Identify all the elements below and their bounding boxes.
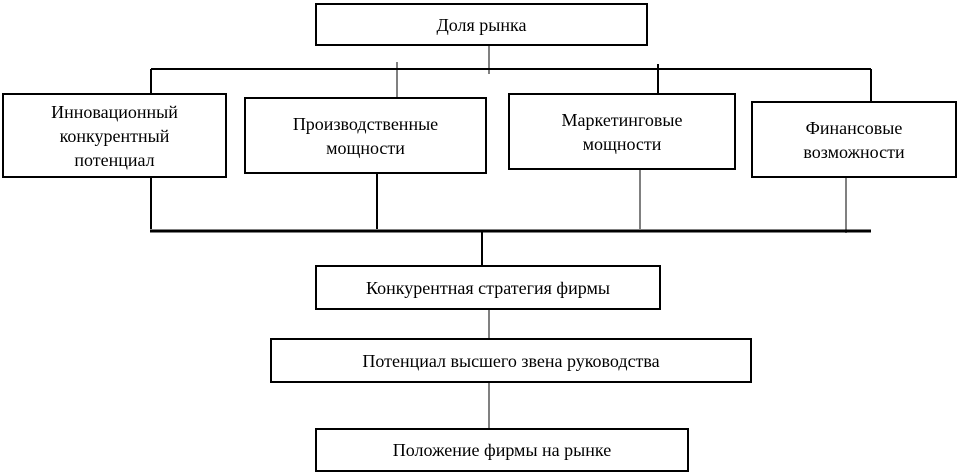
market-share-label: Доля рынка xyxy=(436,14,527,35)
management-label: Потенциал высшего звена руководства xyxy=(362,350,660,371)
market-share-box: Доля рынка xyxy=(315,3,648,46)
market-position-label: Положение фирмы на рынке xyxy=(392,440,612,460)
factor-box-production: Производственные мощности xyxy=(244,97,487,174)
factor-label-innovation: Инновационный конкурентный потенциал xyxy=(51,101,178,170)
strategy-label: Конкурентная стратегия фирмы xyxy=(366,277,610,298)
factor-box-marketing: Маркетинговые мощности xyxy=(508,93,736,170)
market-position-box: Положение фирмы на рынке xyxy=(315,428,689,472)
factor-label-marketing: Маркетинговые мощности xyxy=(561,109,683,154)
factor-box-innovation: Инновационный конкурентный потенциал xyxy=(2,93,227,178)
factor-box-finance: Финансовые возможности xyxy=(751,101,957,178)
factor-label-production: Производственные мощности xyxy=(292,113,439,158)
strategy-box: Конкурентная стратегия фирмы xyxy=(315,265,661,310)
management-box: Потенциал высшего звена руководства xyxy=(270,338,752,383)
factor-label-finance: Финансовые возможности xyxy=(803,117,905,162)
